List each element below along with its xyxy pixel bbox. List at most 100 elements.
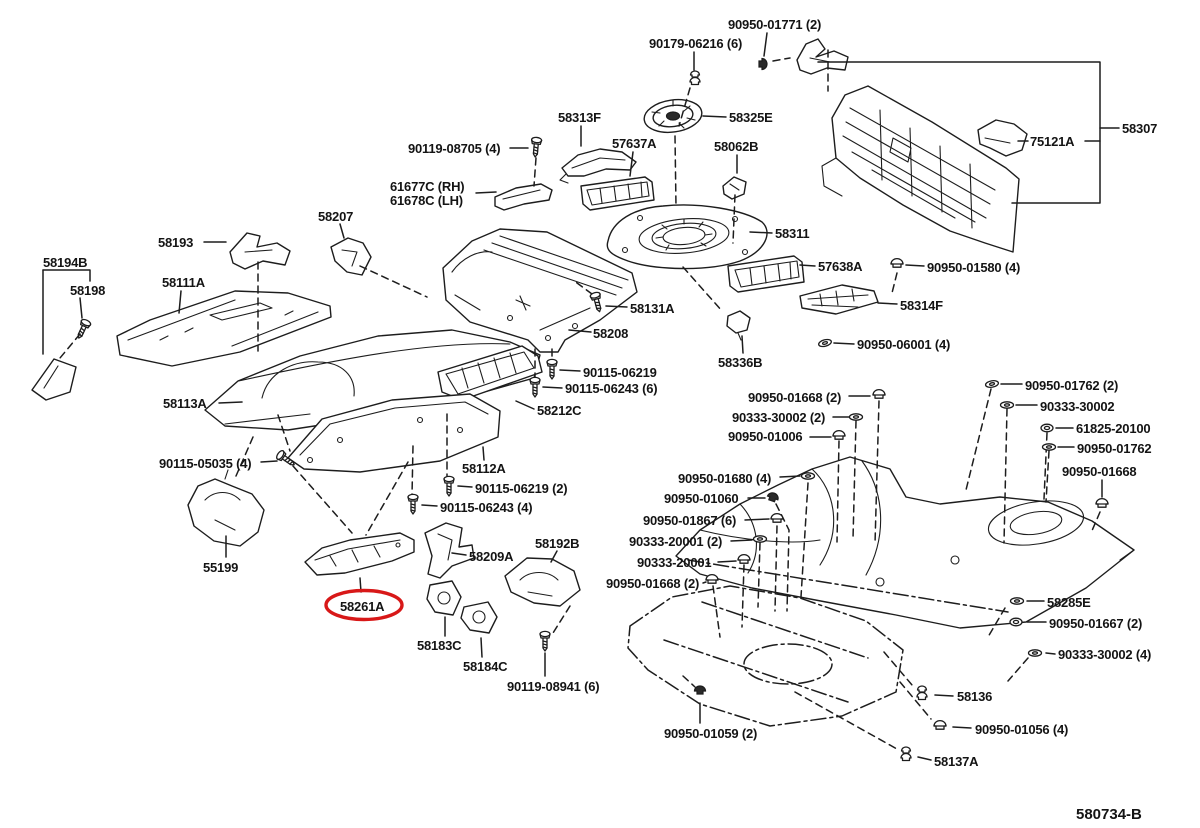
highlight-layer	[324, 588, 404, 622]
leader-line-90115-06219-2	[457, 485, 473, 488]
phantom-panel-lines	[663, 601, 869, 703]
assembly-dashed-line	[411, 445, 414, 497]
leader-line-58192b	[550, 550, 558, 563]
part-label-90333-30002-b: 90333-30002	[1040, 399, 1114, 414]
label-leader-lines	[42, 32, 1120, 761]
assembly-dashed-line	[772, 57, 791, 62]
part-label-58313f: 58313F	[558, 110, 601, 125]
drawing-rear-floor-panel-assembly	[675, 456, 1135, 629]
bracket-outline	[561, 148, 637, 177]
pan-hole	[571, 322, 579, 330]
part-label-58207: 58207	[318, 209, 353, 224]
part-label-90950-01668-2b: 90950-01668 (2)	[606, 576, 699, 591]
oval-grommet-icon	[1009, 597, 1025, 605]
part-drawings	[31, 38, 1135, 727]
support-ribs	[586, 181, 650, 206]
drawing-panel-58111A	[116, 290, 332, 367]
bracket-outline	[796, 38, 849, 75]
leader-line-58194b	[42, 269, 91, 282]
pan-details	[299, 401, 489, 456]
part-label-61677c: 61677C (RH)	[390, 179, 464, 194]
spare-well-inner	[1009, 510, 1063, 536]
pan-hole	[741, 248, 749, 256]
retainer-clip-icon	[916, 685, 928, 701]
tray-outline	[799, 284, 879, 315]
leader-line-58325e	[702, 115, 727, 118]
assembly-dashed-line	[899, 681, 932, 720]
assembly-dashed-line	[965, 388, 992, 491]
assembly-dashed-line	[533, 157, 537, 187]
pan-hole	[306, 456, 314, 464]
part-label-58314f: 58314F	[900, 298, 943, 313]
part-label-90333-20001-2: 90333-20001 (2)	[629, 534, 722, 549]
wheel-hub	[665, 111, 681, 121]
part-label-58311: 58311	[775, 226, 809, 241]
oval-grommet-icon	[817, 337, 833, 349]
assembly-dashed-line	[774, 525, 778, 612]
part-label-90950-01771: 90950-01771 (2)	[728, 17, 821, 32]
part-label-61678c: 61678C (LH)	[390, 193, 463, 208]
assembly-dashed-line	[365, 461, 409, 536]
leader-line-90950-01056	[952, 726, 972, 729]
assembly-dashed-line	[359, 265, 428, 298]
part-label-90115-06219-2: 90115-06219 (2)	[475, 481, 567, 496]
oval-grommet-icon	[1027, 649, 1043, 657]
screw-icon	[529, 376, 541, 398]
leader-line-58113a	[218, 401, 243, 404]
leader-line-58307	[817, 61, 1101, 204]
assembly-dashed-line	[292, 465, 353, 534]
reinforcement-hole	[395, 542, 401, 548]
part-label-90333-30002-2: 90333-30002 (2)	[732, 410, 825, 425]
rear-body-panel-outline	[831, 85, 1020, 253]
leader-line-90115-06219-a	[559, 369, 581, 372]
rear-floor-centerline	[687, 559, 1009, 613]
assembly-dashed-line	[682, 266, 723, 312]
panel-details	[127, 299, 319, 347]
retainer-clip-icon	[900, 746, 912, 762]
oval-grommet-icon	[999, 401, 1015, 409]
leader-line-90115-06243-4	[421, 504, 438, 507]
screw-icon	[546, 358, 558, 380]
wheelhouse-details	[204, 469, 241, 531]
reinforcement-details	[314, 539, 401, 567]
bracket-details	[519, 571, 559, 597]
part-label-90950-01059: 90950-01059 (2)	[664, 726, 757, 741]
leader-line-90333-20001	[717, 560, 737, 563]
assembly-dashed-lines	[59, 49, 1101, 750]
ring-grommet-icon	[1009, 617, 1023, 627]
part-label-58131a: 58131A	[630, 301, 675, 316]
part-label-75121a: 75121A	[1030, 134, 1075, 149]
screw-icon	[407, 493, 419, 515]
leader-line-90950-06001	[833, 342, 855, 345]
part-label-90333-20001: 90333-20001	[637, 555, 711, 570]
drawing-bracket-75121A	[977, 119, 1028, 157]
leader-line-58314f	[877, 302, 898, 305]
part-label-90950-01060: 90950-01060	[664, 491, 738, 506]
pan-outline	[442, 228, 638, 353]
bracket-hole	[437, 591, 451, 605]
drawing-bracket-61677C	[494, 183, 553, 211]
assembly-dashed-line	[277, 414, 291, 452]
drawing-bracket-58209A	[424, 522, 475, 579]
bracket-detail	[244, 249, 273, 253]
part-label-58193: 58193	[158, 235, 193, 250]
leader-line-90333-30002-4	[1045, 652, 1056, 655]
leader-line-58208	[568, 329, 592, 333]
part-label-58192b: 58192B	[535, 536, 579, 551]
reinforcement-outline	[304, 532, 415, 576]
well-inner	[662, 226, 706, 246]
channel-outline	[437, 345, 543, 401]
bracket-detail	[729, 183, 740, 191]
highlight-oval-58261A	[324, 588, 404, 622]
part-label-90119-08941: 90119-08941 (6)	[507, 679, 599, 694]
assembly-dashed-line	[852, 420, 857, 540]
phantom-panel-circle	[743, 643, 833, 685]
ring-grommet-icon	[1040, 423, 1054, 433]
part-label-58208: 58208	[593, 326, 628, 341]
part-label-58194b: 58194B	[43, 255, 87, 270]
pan-hole	[544, 334, 552, 342]
assembly-dashed-line	[775, 503, 790, 612]
well-spokes	[655, 218, 713, 251]
assembly-dashed-line	[678, 87, 691, 127]
